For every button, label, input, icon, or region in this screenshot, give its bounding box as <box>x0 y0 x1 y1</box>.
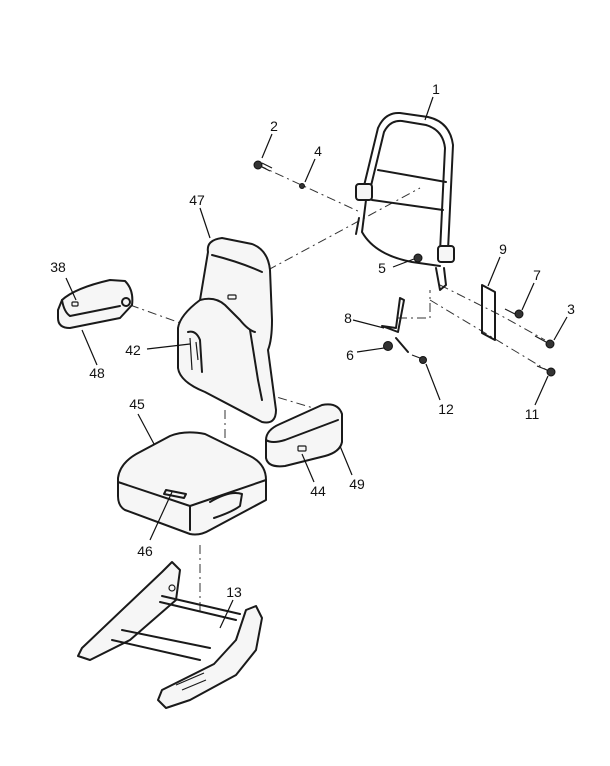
callout-44: 44 <box>310 483 326 499</box>
callout-1: 1 <box>432 81 440 97</box>
seat-back-47 <box>177 237 277 424</box>
callout-38: 38 <box>50 259 66 275</box>
backrest-frame <box>355 111 455 291</box>
lever-8 <box>381 297 409 353</box>
frame-bushing-left <box>355 183 373 201</box>
bolt-11 <box>536 365 556 377</box>
armrest-right <box>265 403 343 468</box>
callout-6: 6 <box>346 347 354 363</box>
callout-labels: 1 2 4 47 5 9 7 3 8 6 12 11 38 42 48 45 4… <box>50 81 575 600</box>
knob-6 <box>383 341 393 351</box>
washer-4 <box>299 183 305 189</box>
armrest-left <box>57 279 134 329</box>
callout-45: 45 <box>129 396 145 412</box>
leader-lines <box>65 96 568 629</box>
screw-2 <box>253 160 273 172</box>
callout-11: 11 <box>525 406 540 422</box>
callout-3: 3 <box>567 301 575 317</box>
bolt-3 <box>534 335 555 349</box>
assembly-lines <box>129 164 551 615</box>
callout-5: 5 <box>378 260 386 276</box>
callout-47: 47 <box>189 192 205 208</box>
cushion-handle-46 <box>163 489 187 499</box>
seat-base-13 <box>77 561 263 709</box>
callout-4: 4 <box>314 143 322 159</box>
screw-12 <box>411 354 427 364</box>
callout-46: 46 <box>137 543 153 559</box>
dash-bolt-11 <box>429 299 551 373</box>
nut-5 <box>413 253 423 263</box>
callout-42: 42 <box>125 342 141 358</box>
callout-2: 2 <box>270 118 278 134</box>
callout-8: 8 <box>344 310 352 326</box>
callout-13: 13 <box>226 584 242 600</box>
dash-armrest-right <box>259 391 321 411</box>
seat-cushion-45 <box>117 431 267 536</box>
callout-12: 12 <box>438 401 454 417</box>
dash-lever-8 <box>398 290 431 319</box>
callout-7: 7 <box>533 267 541 283</box>
bolt-7 <box>504 308 524 319</box>
frame-bushing-right <box>437 245 455 263</box>
callout-48: 48 <box>89 365 105 381</box>
callout-49: 49 <box>349 476 365 492</box>
dash-bolt-3 <box>439 284 546 341</box>
bracket-9 <box>481 284 496 341</box>
callout-9: 9 <box>499 241 507 257</box>
